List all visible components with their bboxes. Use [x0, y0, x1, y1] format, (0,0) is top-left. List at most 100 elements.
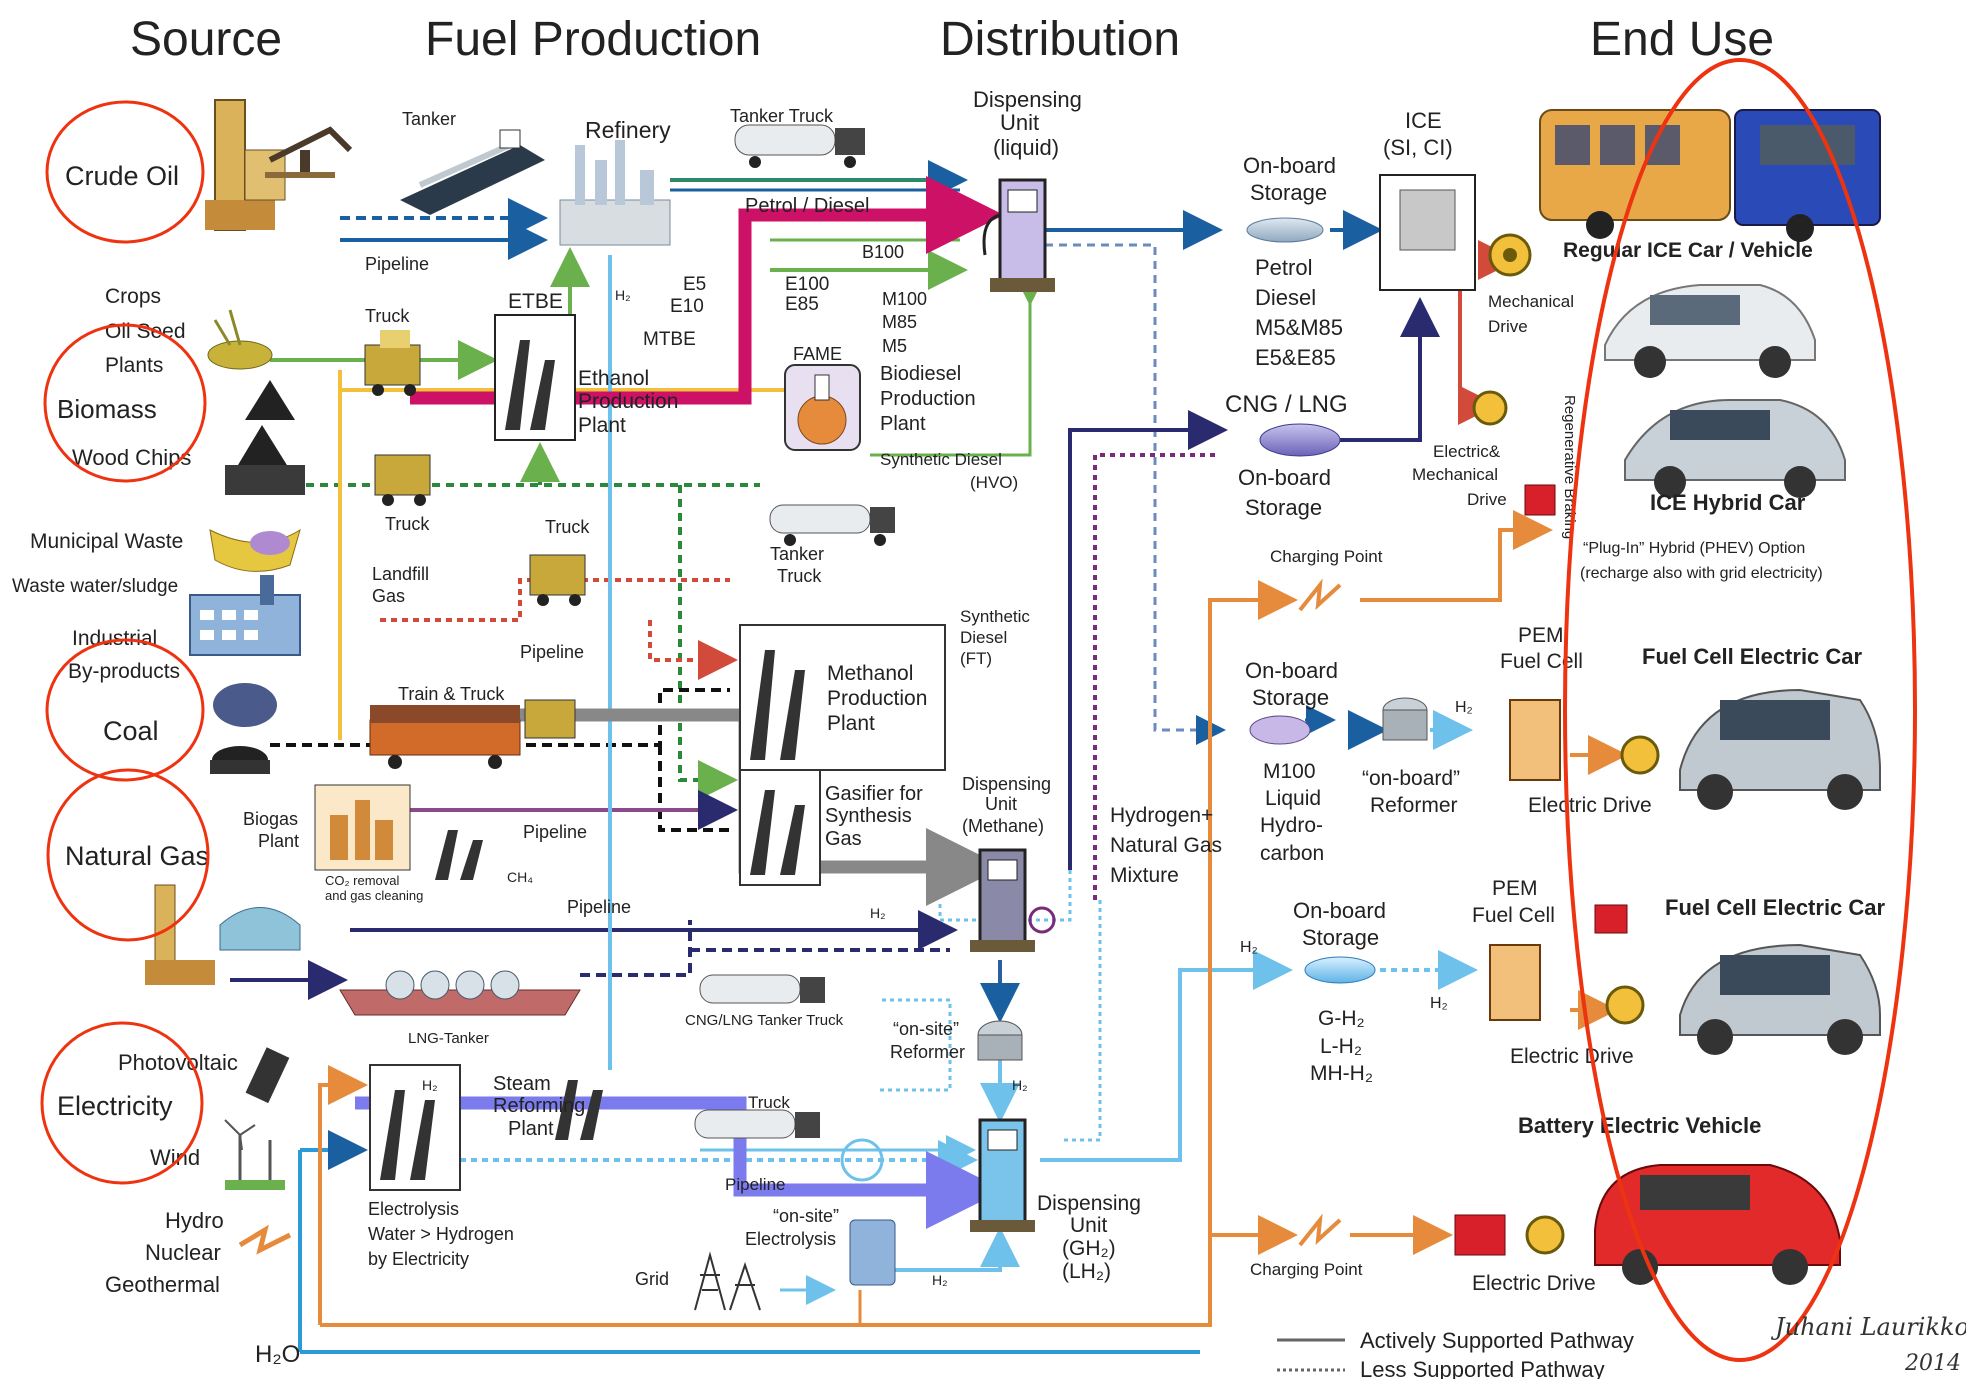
- truck-wood-icon: [374, 454, 431, 506]
- label-du-gh-2: Unit: [1070, 1214, 1108, 1237]
- label-steam-3: Plant: [508, 1118, 554, 1140]
- label-b100: B100: [862, 242, 904, 262]
- legend-active: Actively Supported Pathway: [1360, 1328, 1634, 1353]
- h2-storage-icon: [1304, 956, 1376, 984]
- source-icons: [145, 99, 353, 1255]
- label-gasifier-1: Gasifier for: [825, 783, 923, 805]
- label-onsite-reformer-1: “on-site”: [893, 1019, 959, 1039]
- label-elec-mech-2: Mechanical: [1412, 465, 1498, 484]
- trees-icon: [225, 380, 305, 495]
- tanker-truck-icon: [734, 124, 865, 168]
- production-icons: [314, 124, 946, 1311]
- label-du-methane-2: Unit: [985, 794, 1017, 814]
- label-cng-lng: CNG / LNG: [1225, 391, 1348, 418]
- label-elec-mech-1: Electric&: [1433, 442, 1501, 461]
- truck-waste-icon: [529, 554, 586, 606]
- label-steam-1: Steam: [493, 1073, 551, 1095]
- label-pipeline-4: Pipeline: [567, 897, 631, 917]
- label-coal: Coal: [103, 716, 159, 746]
- label-ob-reformer-1: “on-board”: [1362, 767, 1460, 790]
- label-fcev1: Fuel Cell Electric Car: [1642, 644, 1863, 669]
- label-h2-dist: H₂: [1240, 939, 1258, 956]
- fuel-cell-car-1-icon: [1679, 688, 1881, 810]
- label-truck-3: Truck: [545, 517, 590, 537]
- label-electricity: Electricity: [57, 1091, 173, 1121]
- fuel-pump-liquid-icon: [982, 178, 1055, 292]
- label-ice-1: ICE: [1405, 108, 1442, 133]
- label-methanol-1: Methanol: [827, 662, 913, 685]
- label-waste-water: Waste water/sludge: [12, 576, 178, 597]
- label-m5m85: M5&M85: [1255, 315, 1343, 340]
- label-biodiesel-1: Biodiesel: [880, 363, 961, 385]
- label-lh2: L-H₂: [1320, 1035, 1362, 1058]
- label-e5: E5: [683, 274, 706, 295]
- end-use-labels: On-board Storage Petrol Diesel M5&M85 E5…: [1225, 108, 1886, 1295]
- label-pem1-1: PEM: [1518, 624, 1564, 647]
- label-industrial-1: Industrial: [72, 627, 157, 650]
- label-du-methane-1: Dispensing: [962, 774, 1051, 794]
- header-source: Source: [130, 13, 282, 66]
- highlight-electricity: [40, 1021, 204, 1185]
- fuel-pump-hydrogen-icon: [970, 1118, 1035, 1232]
- distribution-labels: Dispensing Unit (liquid) Dispensing Unit…: [890, 87, 1222, 1283]
- label-electric-drive-2: Electric Drive: [1510, 1045, 1634, 1068]
- highlight-end-use: [1563, 58, 1917, 1362]
- train-icon: [369, 705, 521, 769]
- label-ethanol-1: Ethanol: [578, 367, 649, 390]
- label-mtbe: MTBE: [643, 329, 696, 350]
- label-hng-3: Mixture: [1110, 864, 1179, 887]
- ice-engine-icon: [1379, 174, 1476, 291]
- label-bev: Battery Electric Vehicle: [1518, 1113, 1761, 1138]
- label-wind: Wind: [150, 1145, 200, 1170]
- label-tanker-truck2-1: Tanker: [770, 544, 824, 564]
- truck-icon: [364, 330, 421, 396]
- fuel-cell-2-icon: [1489, 904, 1645, 1025]
- purple-electricity-path: [355, 1096, 1004, 1229]
- label-hydro: Hydro: [165, 1208, 224, 1233]
- charging-bolt-2-icon: [1298, 1213, 1342, 1247]
- label-petrol: Petrol: [1255, 255, 1312, 280]
- label-phev-2: (recharge also with grid electricity): [1580, 565, 1823, 582]
- label-du-gh-1: Dispensing: [1037, 1192, 1141, 1215]
- label-e100: E100: [785, 274, 829, 295]
- label-nuclear: Nuclear: [145, 1240, 221, 1265]
- label-h2-reformer: H₂: [1012, 1077, 1028, 1093]
- label-tanker: Tanker: [402, 109, 456, 129]
- signature: Juhani Laurikko 2014: [1770, 1313, 1966, 1376]
- label-charging-1: Charging Point: [1270, 547, 1383, 566]
- label-tanker-truck: Tanker Truck: [730, 106, 834, 126]
- label-synth-ft-2: Diesel: [960, 628, 1007, 647]
- label-methanol-3: Plant: [827, 712, 875, 735]
- signature-name: Juhani Laurikko: [1770, 1313, 1966, 1341]
- steam-reforming-icon: [555, 1080, 603, 1140]
- tanker-ship-icon: [400, 129, 545, 215]
- label-synth-hvo-2: (HVO): [970, 473, 1018, 492]
- label-mech-2: Drive: [1488, 317, 1528, 336]
- label-co2-1: CO₂ removal: [325, 873, 400, 888]
- header-distribution: Distribution: [940, 13, 1180, 66]
- bus-truck-icon: [1539, 109, 1881, 242]
- reformer-icon: [977, 1020, 1023, 1061]
- label-methanol-2: Production: [827, 687, 927, 710]
- label-crops-1: Crops: [105, 285, 161, 308]
- highlight-natural-gas: [46, 768, 210, 942]
- label-hng-1: Hydrogen+: [1110, 804, 1213, 827]
- label-crude-oil: Crude Oil: [65, 161, 179, 191]
- battery-bev-icon: [1454, 1214, 1565, 1256]
- label-pipeline-3: Pipeline: [523, 822, 587, 842]
- label-du-liquid-1: Dispensing: [973, 87, 1082, 112]
- ethanol-plant-icon: [494, 314, 576, 441]
- label-biodiesel-2: Production: [880, 388, 976, 410]
- label-mech-1: Mechanical: [1488, 292, 1574, 311]
- label-ethanol-2: Production: [578, 390, 678, 413]
- production-labels: Tanker Refinery Tanker Truck Petrol / Di…: [243, 106, 1030, 1289]
- grid-tower-icon: [694, 1251, 761, 1311]
- methanol-plant-icon: [739, 624, 946, 771]
- wind-turbine-icon: [224, 1119, 285, 1190]
- label-pipeline-h2: Pipeline: [725, 1175, 786, 1194]
- crops-icon: [207, 309, 273, 370]
- fuel-cell-1-icon: [1509, 699, 1660, 781]
- label-h2-refinery: H₂: [615, 287, 631, 303]
- label-pipeline-2: Pipeline: [520, 642, 584, 662]
- label-municipal-waste: Municipal Waste: [30, 530, 183, 553]
